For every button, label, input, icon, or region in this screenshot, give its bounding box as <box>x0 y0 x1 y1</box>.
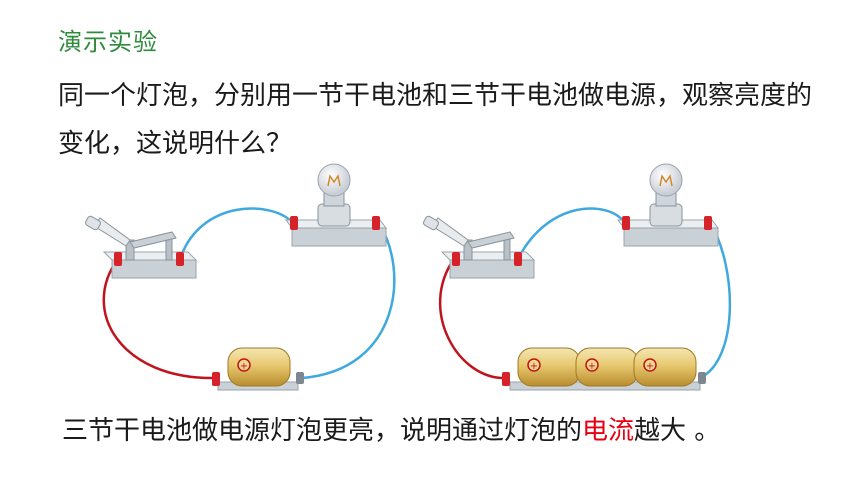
conclusion-after: 越大 。 <box>634 416 721 446</box>
red-wire-switch-battery <box>102 258 217 380</box>
svg-text:+: + <box>530 361 538 372</box>
knife-switch <box>423 215 536 279</box>
blue-wire-switch-lamp <box>178 207 293 260</box>
blue-wire-switch-lamp <box>516 207 626 260</box>
conclusion-text: 三节干电池做电源灯泡更亮，说明通过灯泡的电流越大 。 <box>62 410 720 447</box>
light-bulb <box>285 163 387 247</box>
light-bulb <box>617 163 719 247</box>
blue-wire-lamp-battery <box>301 221 396 380</box>
svg-text:+: + <box>240 361 248 372</box>
red-wire-switch-battery <box>438 258 507 380</box>
battery-one-cell: + <box>212 347 304 391</box>
demo-heading: 演示实验 <box>58 28 158 56</box>
conclusion-before: 三节干电池做电源灯泡更亮，说明通过灯泡的 <box>62 416 583 446</box>
blue-wire-lamp-battery <box>699 221 732 380</box>
circuit-one-battery: + <box>85 163 396 391</box>
conclusion-highlight: 电流 <box>582 416 635 446</box>
question-text: 同一个灯泡，分别用一节干电池和三节干电池做电源，观察亮度的变化，这说明什么？ <box>58 81 813 159</box>
svg-text:+: + <box>646 361 654 372</box>
svg-text:+: + <box>588 361 596 372</box>
circuit-three-battery: + + + <box>423 163 732 391</box>
battery-three-cells: + + + <box>502 347 706 391</box>
knife-switch <box>85 215 198 279</box>
